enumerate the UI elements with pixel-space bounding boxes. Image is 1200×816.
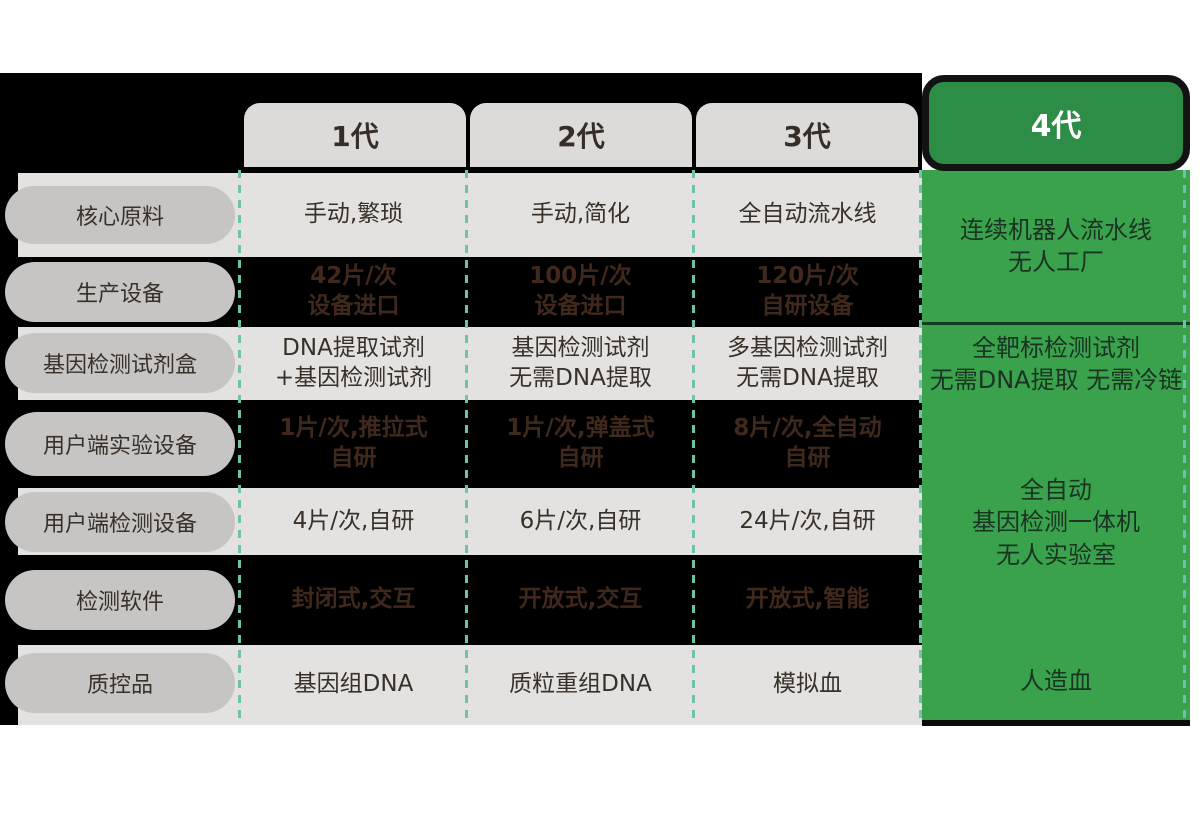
column-header-gen3: 3代 <box>696 103 918 167</box>
row-label-core-materials: 核心原料 <box>5 186 235 244</box>
gen2-label: 2代 <box>557 120 605 153</box>
cell-detection-software-gen2: 开放式,交互 <box>518 586 643 613</box>
column-divider-dashed-3 <box>692 170 695 725</box>
column-divider-dashed-5 <box>1183 170 1186 720</box>
row-label-detection-software: 检测软件 <box>5 570 235 630</box>
cell-gene-test-kit-gen1: DNA提取试剂 +基因检测试剂 <box>274 334 433 391</box>
cell-detection-software-gen1: 封闭式,交互 <box>291 586 416 613</box>
column-divider-dashed-2 <box>465 170 468 725</box>
cell-production-equipment-gen2: 100片/次 设备进口 <box>529 263 632 319</box>
gen3-label: 3代 <box>783 120 831 153</box>
cell-qc-product-gen2: 质粒重组DNA <box>509 671 652 698</box>
cell-gene-test-kit-gen3: 多基因检测试剂 无需DNA提取 <box>727 334 888 391</box>
cell-user-experiment-device-gen1: 1片/次,推拉式 自研 <box>279 415 428 471</box>
column-divider-dashed-4 <box>919 170 922 725</box>
row-label-gene-test-kit: 基因检测试剂盒 <box>5 333 235 393</box>
row-label-user-detection-device: 用户端检测设备 <box>5 492 235 552</box>
column-divider-dashed-1 <box>238 170 241 725</box>
cell-user-detection-device-gen1: 4片/次,自研 <box>292 507 415 534</box>
cell-qc-product-gen3: 模拟血 <box>773 671 842 698</box>
cell-core-materials-gen3: 全自动流水线 <box>738 201 877 228</box>
gen4-highlight-column: 连续机器人流水线 无人工厂 全靶标检测试剂 无需DNA提取 无需冷链 全自动 基… <box>922 170 1190 726</box>
gen4-cell-test-kit: 全靶标检测试剂 无需DNA提取 无需冷链 <box>929 333 1183 394</box>
gen4-label: 4代 <box>1030 109 1082 144</box>
gen4-cell-production: 连续机器人流水线 无人工厂 <box>922 170 1190 325</box>
cell-detection-software-gen3: 开放式,智能 <box>745 586 870 613</box>
cell-production-equipment-gen1: 42片/次 设备进口 <box>307 263 400 319</box>
cell-core-materials-gen2: 手动,简化 <box>530 201 631 228</box>
cell-user-experiment-device-gen3: 8片/次,全自动 自研 <box>733 415 882 471</box>
table-canvas: 1代 2代 3代 4代 核心原料 生产设备 基因检测试剂盒 用户端实验设备 用户… <box>0 73 1200 733</box>
cell-user-detection-device-gen3: 24片/次,自研 <box>739 507 876 534</box>
gen4-cell-qc-product: 人造血 <box>1020 667 1092 696</box>
cell-gene-test-kit-gen2: 基因检测试剂 无需DNA提取 <box>509 334 652 391</box>
cell-qc-product-gen1: 基因组DNA <box>293 671 414 698</box>
row-label-qc-product: 质控品 <box>5 653 235 713</box>
row-label-user-experiment-device: 用户端实验设备 <box>5 412 235 476</box>
row-label-production-equipment: 生产设备 <box>5 262 235 322</box>
column-header-gen2: 2代 <box>470 103 692 167</box>
cell-core-materials-gen1: 手动,繁琐 <box>303 201 404 228</box>
gen1-label: 1代 <box>331 120 379 153</box>
cell-production-equipment-gen3: 120片/次 自研设备 <box>756 263 859 319</box>
cell-user-experiment-device-gen2: 1片/次,弹盖式 自研 <box>506 415 655 471</box>
column-header-gen1: 1代 <box>244 103 466 167</box>
cell-user-detection-device-gen2: 6片/次,自研 <box>519 507 642 534</box>
column-header-gen4-highlight: 4代 <box>922 75 1190 171</box>
gen4-cell-devices: 全自动 基因检测一体机 无人实验室 <box>972 475 1140 569</box>
